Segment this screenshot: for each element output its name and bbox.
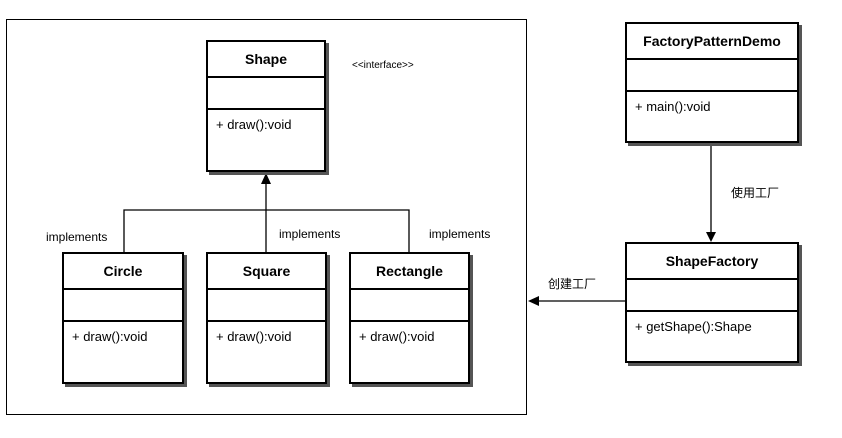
class-attributes [627, 60, 797, 92]
class-circle[interactable]: Circle + draw():void [62, 252, 184, 384]
class-factory-pattern-demo[interactable]: FactoryPatternDemo + main():void [625, 22, 799, 143]
class-attributes [64, 290, 182, 322]
class-square[interactable]: Square + draw():void [206, 252, 327, 384]
implements-label-circle: implements [46, 230, 108, 244]
implements-arrowhead [261, 173, 271, 184]
class-name: Shape [208, 42, 324, 78]
implements-label-square: implements [279, 227, 341, 241]
creates-factory-label: 创建工厂 [548, 277, 597, 291]
class-attributes [208, 78, 324, 110]
package-frame [6, 19, 527, 415]
uses-factory-label: 使用工厂 [731, 186, 780, 200]
class-operation: + draw():void [359, 329, 435, 344]
class-rectangle[interactable]: Rectangle + draw():void [349, 252, 470, 384]
implements-line-rectangle [266, 209, 410, 252]
class-shape-factory[interactable]: ShapeFactory + getShape():Shape [625, 242, 799, 363]
stereotype-label: <<interface>> [352, 60, 414, 71]
class-name: ShapeFactory [627, 244, 797, 280]
uses-arrowhead [706, 232, 716, 242]
class-attributes [208, 290, 325, 322]
creates-arrowhead [528, 296, 539, 306]
class-name: Square [208, 254, 325, 290]
class-attributes [351, 290, 468, 322]
class-name: FactoryPatternDemo [627, 24, 797, 60]
class-operation: + main():void [635, 99, 711, 114]
class-shape[interactable]: Shape + draw():void [206, 40, 326, 172]
class-name: Rectangle [351, 254, 468, 290]
class-operation: + draw():void [72, 329, 148, 344]
class-attributes [627, 280, 797, 312]
implements-label-rectangle: implements [429, 227, 491, 241]
implements-line-circle [123, 209, 266, 252]
class-operation: + draw():void [216, 117, 292, 132]
class-operation: + draw():void [216, 329, 292, 344]
class-operation: + getShape():Shape [635, 319, 752, 334]
class-name: Circle [64, 254, 182, 290]
